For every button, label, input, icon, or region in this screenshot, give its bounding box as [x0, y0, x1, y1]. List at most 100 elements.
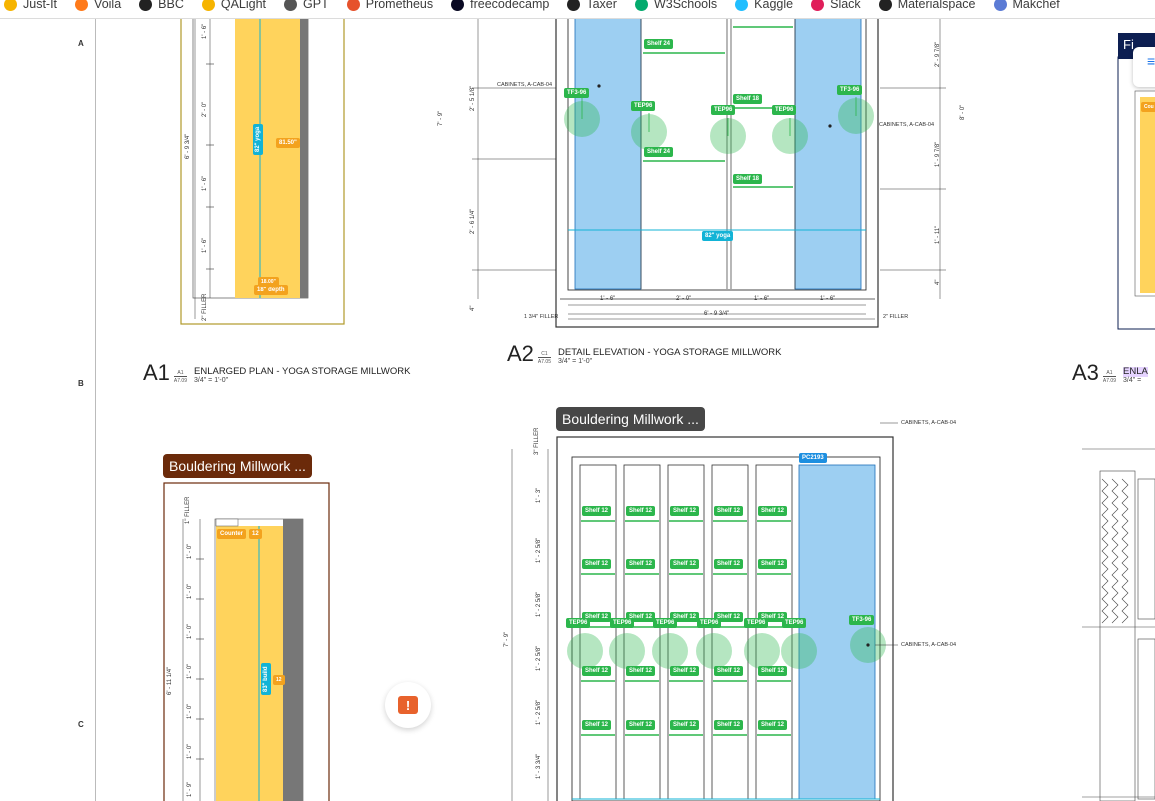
b2-shelf-tag[interactable]: Shelf 12	[714, 559, 744, 569]
b2-shelf-tag[interactable]: Shelf 12	[582, 506, 612, 516]
a2-tf3-b[interactable]: TF3-96	[837, 85, 863, 95]
b2-shelf-tag[interactable]: Shelf 12	[714, 612, 744, 622]
b2-shelf-tag[interactable]: Shelf 12	[626, 559, 656, 569]
b2-shelf-tag[interactable]: Shelf 12	[670, 666, 700, 676]
b1-cloud-title[interactable]: Bouldering Millwork ...	[163, 454, 312, 478]
bookmark-label: Voila	[94, 0, 122, 11]
b2-shelf-tag[interactable]: Shelf 12	[626, 720, 656, 730]
drawing-canvas[interactable]: A B C	[0, 19, 1155, 801]
a2-tep-3[interactable]: TEP96	[772, 105, 797, 115]
b2-tep-tag[interactable]: TEP96	[744, 618, 769, 628]
b1-counter-tag[interactable]: Counter	[217, 529, 246, 539]
b2-shelf-tag[interactable]: Shelf 12	[758, 612, 788, 622]
b2-pc-tag[interactable]: PC2193	[799, 453, 827, 463]
a3-title-block: A3 A1 A7.09 ENLA 3/4" =	[1072, 362, 1148, 384]
b2-tf3-tag[interactable]: TF3-96	[849, 615, 875, 625]
bookmark-qalight[interactable]: QALight	[201, 0, 266, 11]
a2-shelf24-a[interactable]: Shelf 24	[644, 39, 674, 49]
bookmark-kaggle[interactable]: Kaggle	[735, 0, 793, 11]
a3-ref-bottom: A7.09	[1102, 376, 1116, 384]
b2-shelf-tag[interactable]: Shelf 12	[714, 720, 744, 730]
b2-shelf-tag[interactable]: Shelf 12	[714, 666, 744, 676]
b2-shelf-tag[interactable]: Shelf 12	[626, 612, 656, 622]
b2-shelf-tag[interactable]: Shelf 12	[714, 506, 744, 516]
bookmark-w3schools[interactable]: W3Schools	[634, 0, 717, 11]
bookmark-label: Kaggle	[754, 0, 794, 11]
b1-dim-2: 1' - 0"	[187, 583, 193, 599]
b2-tep-tag[interactable]: TEP96	[610, 618, 635, 628]
bookmark-materialspace[interactable]: Materialspace	[878, 0, 976, 11]
a2-dim-total: 6' - 9 3/4"	[704, 311, 730, 317]
bookmark-label: GPT	[303, 0, 329, 11]
b1-12-tag[interactable]: 12	[249, 529, 262, 539]
a1-depth-tag[interactable]: 18" depth	[254, 285, 288, 295]
b2-tep-tag[interactable]: TEP96	[782, 618, 807, 628]
b2-shelf-tag[interactable]: Shelf 12	[626, 666, 656, 676]
bookmark-label: BBC	[158, 0, 184, 11]
a2-shelf24-b[interactable]: Shelf 24	[644, 147, 674, 157]
b2-shelf-tag[interactable]: Shelf 12	[670, 506, 700, 516]
b2-shelf-tag[interactable]: Shelf 12	[758, 720, 788, 730]
b1-small-tag[interactable]: 12	[273, 675, 285, 685]
w3schools-icon	[634, 0, 648, 11]
a1-yoga-tag[interactable]: 82" yoga	[253, 123, 263, 155]
b2-shelf-tag[interactable]: Shelf 12	[582, 612, 612, 622]
b2-shelf-tag[interactable]: Shelf 12	[670, 559, 700, 569]
b2-dim-filler: 3" FILLER	[534, 427, 540, 455]
a1-number: A1	[143, 360, 170, 385]
b1-dim-7: 1' - 9"	[187, 781, 193, 797]
b2-shelf-tag[interactable]: Shelf 12	[758, 506, 788, 516]
b2-cloud-title[interactable]: Bouldering Millwork ...	[556, 407, 705, 431]
feedback-button[interactable]: !	[385, 682, 431, 728]
bookmark-just-it[interactable]: Just-It	[4, 0, 57, 11]
b1-dim-4: 1' - 0"	[187, 663, 193, 679]
feedback-icon: !	[398, 696, 418, 714]
a1-small-tag[interactable]: 18.00"	[258, 277, 279, 287]
b2-dim-2: 1' - 2 5/8"	[536, 537, 542, 563]
b1-dim-total: 6' - 11 1/4"	[167, 666, 173, 695]
a3-counter-tag[interactable]: Cou	[1141, 102, 1155, 112]
a2-shelf18-a[interactable]: Shelf 18	[733, 94, 763, 104]
a1-width-tag[interactable]: 81.50"	[276, 138, 300, 148]
a2-tf3-a[interactable]: TF3-96	[564, 88, 590, 98]
bookmark-prometheus[interactable]: Prometheus	[346, 0, 433, 11]
bookmark-freecodecamp[interactable]: freecodecamp	[451, 0, 549, 11]
b2-shelf-tag[interactable]: Shelf 12	[582, 666, 612, 676]
b2-shelf-tag[interactable]: Shelf 12	[582, 720, 612, 730]
grid-letter-b: B	[78, 379, 84, 388]
a2-dim-r2: 1' - 9 7/8"	[935, 141, 941, 167]
b1-plan	[163, 482, 330, 801]
a1-dim-total: 6' - 9 3/4"	[185, 133, 191, 159]
a2-dim-l4: 4"	[470, 305, 476, 311]
prometheus-icon	[346, 0, 360, 11]
a2-tep-2[interactable]: TEP96	[711, 105, 736, 115]
a1-dim-2: 2' - 0"	[202, 101, 208, 117]
a2-tep-1[interactable]: TEP96	[631, 101, 656, 111]
bookmark-label: Slack	[830, 0, 861, 11]
b2-shelf-tag[interactable]: Shelf 12	[758, 559, 788, 569]
b2-shelf-tag[interactable]: Shelf 12	[626, 506, 656, 516]
b2-shelf-tag[interactable]: Shelf 12	[758, 666, 788, 676]
a2-dim-l2: 2' - 6 1/4"	[470, 208, 476, 234]
bookmark-taxer[interactable]: Taxer	[567, 0, 617, 11]
a2-yoga-tag[interactable]: 82" yoga	[702, 231, 734, 241]
b2-tep-tag[interactable]: TEP96	[653, 618, 678, 628]
bookmark-makchef[interactable]: Makchef	[993, 0, 1060, 11]
a1-scale: 3/4" = 1'-0"	[194, 377, 229, 384]
bookmark-label: Just-It	[23, 0, 58, 11]
b1-build-tag[interactable]: 83" build	[261, 663, 271, 695]
menu-icon[interactable]: ≡	[1133, 47, 1155, 87]
bookmark-slack[interactable]: Slack	[811, 0, 861, 11]
b2-tep-tag[interactable]: TEP96	[566, 618, 591, 628]
b1-dim-3: 1' - 0"	[187, 623, 193, 639]
bookmark-voila[interactable]: Voila	[75, 0, 121, 11]
bookmark-bbc[interactable]: BBC	[139, 0, 184, 11]
b2-dim-6: 1' - 3 3/4"	[536, 753, 542, 779]
b2-shelf-tag[interactable]: Shelf 12	[670, 720, 700, 730]
b2-shelf-tag[interactable]: Shelf 12	[670, 612, 700, 622]
a2-shelf18-b[interactable]: Shelf 18	[733, 174, 763, 184]
a2-dim-r3: 1' - 11"	[935, 225, 941, 244]
b2-shelf-tag[interactable]: Shelf 12	[582, 559, 612, 569]
bookmark-gpt[interactable]: GPT	[284, 0, 329, 11]
b2-tep-tag[interactable]: TEP96	[697, 618, 722, 628]
